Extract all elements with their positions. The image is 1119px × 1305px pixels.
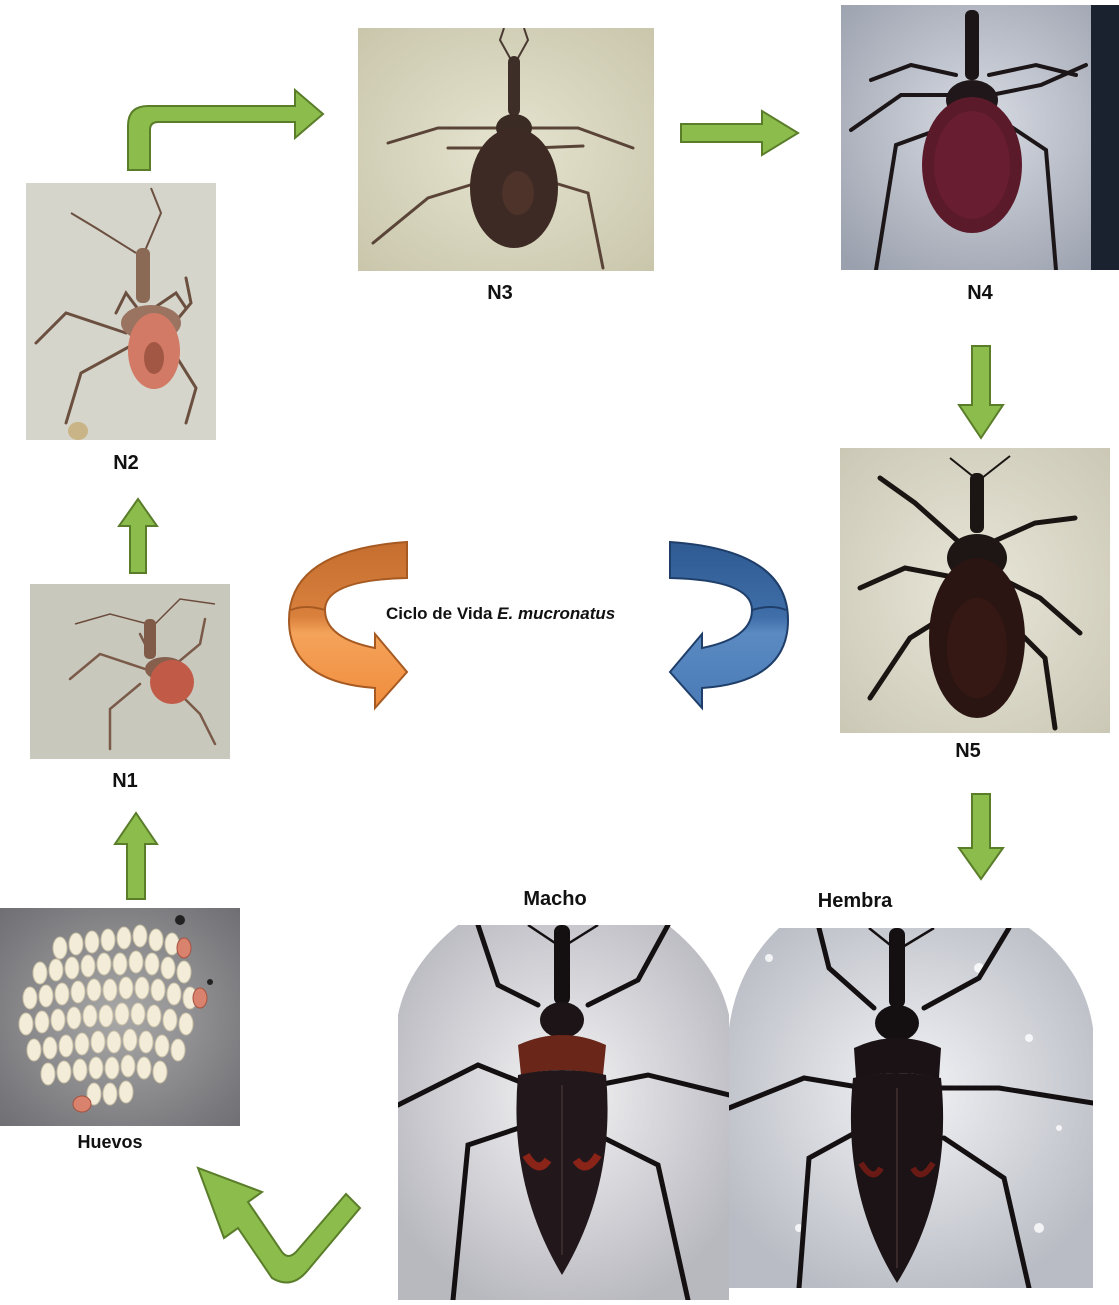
n2-nymph-photo (26, 183, 216, 440)
female-adult-photo (729, 928, 1093, 1288)
male-adult-photo (398, 925, 729, 1300)
label-n1: N1 (95, 770, 155, 793)
n1-nymph-photo (30, 584, 230, 759)
arrow-n1-to-n2 (118, 498, 158, 574)
insect-photo (841, 5, 1119, 270)
label-eggs: Huevos (55, 1132, 165, 1153)
label-female: Hembra (795, 890, 915, 913)
flow-arrow-icon (114, 812, 158, 900)
cycle-arrow-icon (667, 540, 792, 710)
n5-nymph-photo (840, 448, 1110, 733)
title-species: E. mucronatus (497, 604, 615, 623)
n3-nymph-photo (358, 28, 654, 271)
flow-arrow-icon (196, 1162, 362, 1302)
arrow-n2-to-n3 (120, 88, 325, 172)
label-male: Macho (500, 888, 610, 911)
insect-photo (358, 28, 654, 271)
flow-arrow-icon (958, 345, 1004, 440)
flow-arrow-icon (120, 88, 325, 172)
label-n5: N5 (938, 740, 998, 763)
n4-nymph-photo (841, 5, 1119, 270)
diagram-title: Ciclo de Vida E. mucronatus (386, 604, 615, 624)
insect-photo (30, 584, 230, 759)
cycle-arrow-orange (285, 540, 410, 710)
flow-arrow-icon (958, 793, 1004, 881)
arrow-n3-to-n4 (680, 110, 800, 156)
insect-photo (26, 183, 216, 440)
label-n3: N3 (470, 282, 530, 305)
label-n4: N4 (950, 282, 1010, 305)
flow-arrow-icon (118, 498, 158, 574)
flow-arrow-icon (680, 110, 800, 156)
arrow-adults-to-eggs (196, 1162, 362, 1302)
arrow-n4-to-n5 (958, 345, 1004, 440)
cycle-arrow-blue (667, 540, 792, 710)
insect-photo (840, 448, 1110, 733)
cycle-arrow-icon (285, 540, 410, 710)
insect-photo (729, 928, 1093, 1288)
label-n2: N2 (96, 452, 156, 475)
arrow-n5-to-adults (958, 793, 1004, 881)
eggs-photo (0, 908, 240, 1126)
arrow-eggs-to-n1 (114, 812, 158, 900)
egg-cluster-photo (0, 908, 240, 1126)
insect-photo (398, 925, 729, 1300)
